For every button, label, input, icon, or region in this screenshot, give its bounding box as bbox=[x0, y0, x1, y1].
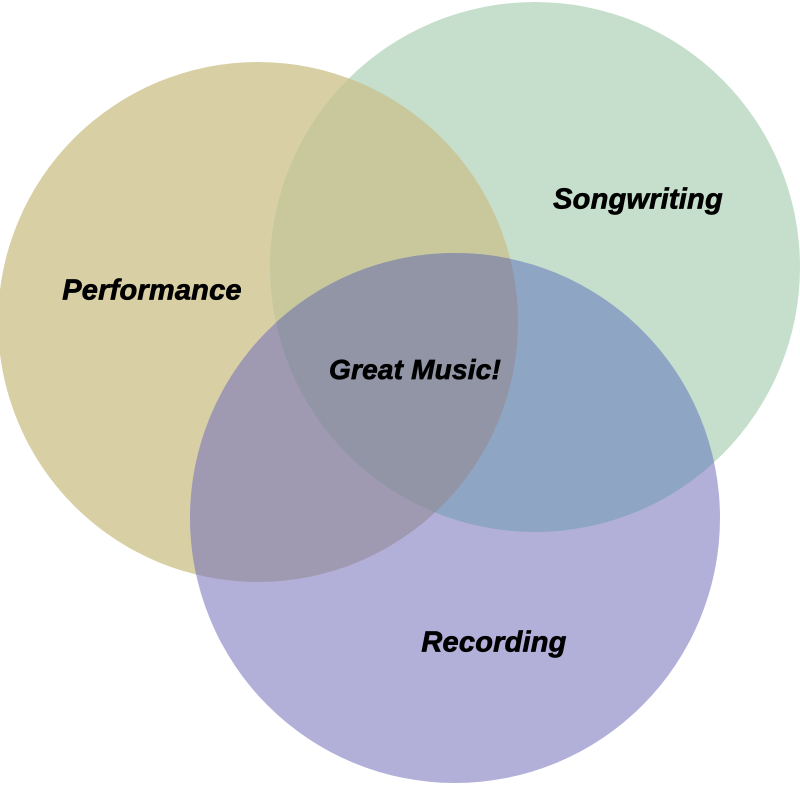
recording-label: Recording bbox=[421, 626, 567, 659]
songwriting-label: Songwriting bbox=[553, 183, 723, 216]
great-music-label: Great Music! bbox=[329, 354, 502, 386]
performance-label: Performance bbox=[62, 274, 242, 307]
